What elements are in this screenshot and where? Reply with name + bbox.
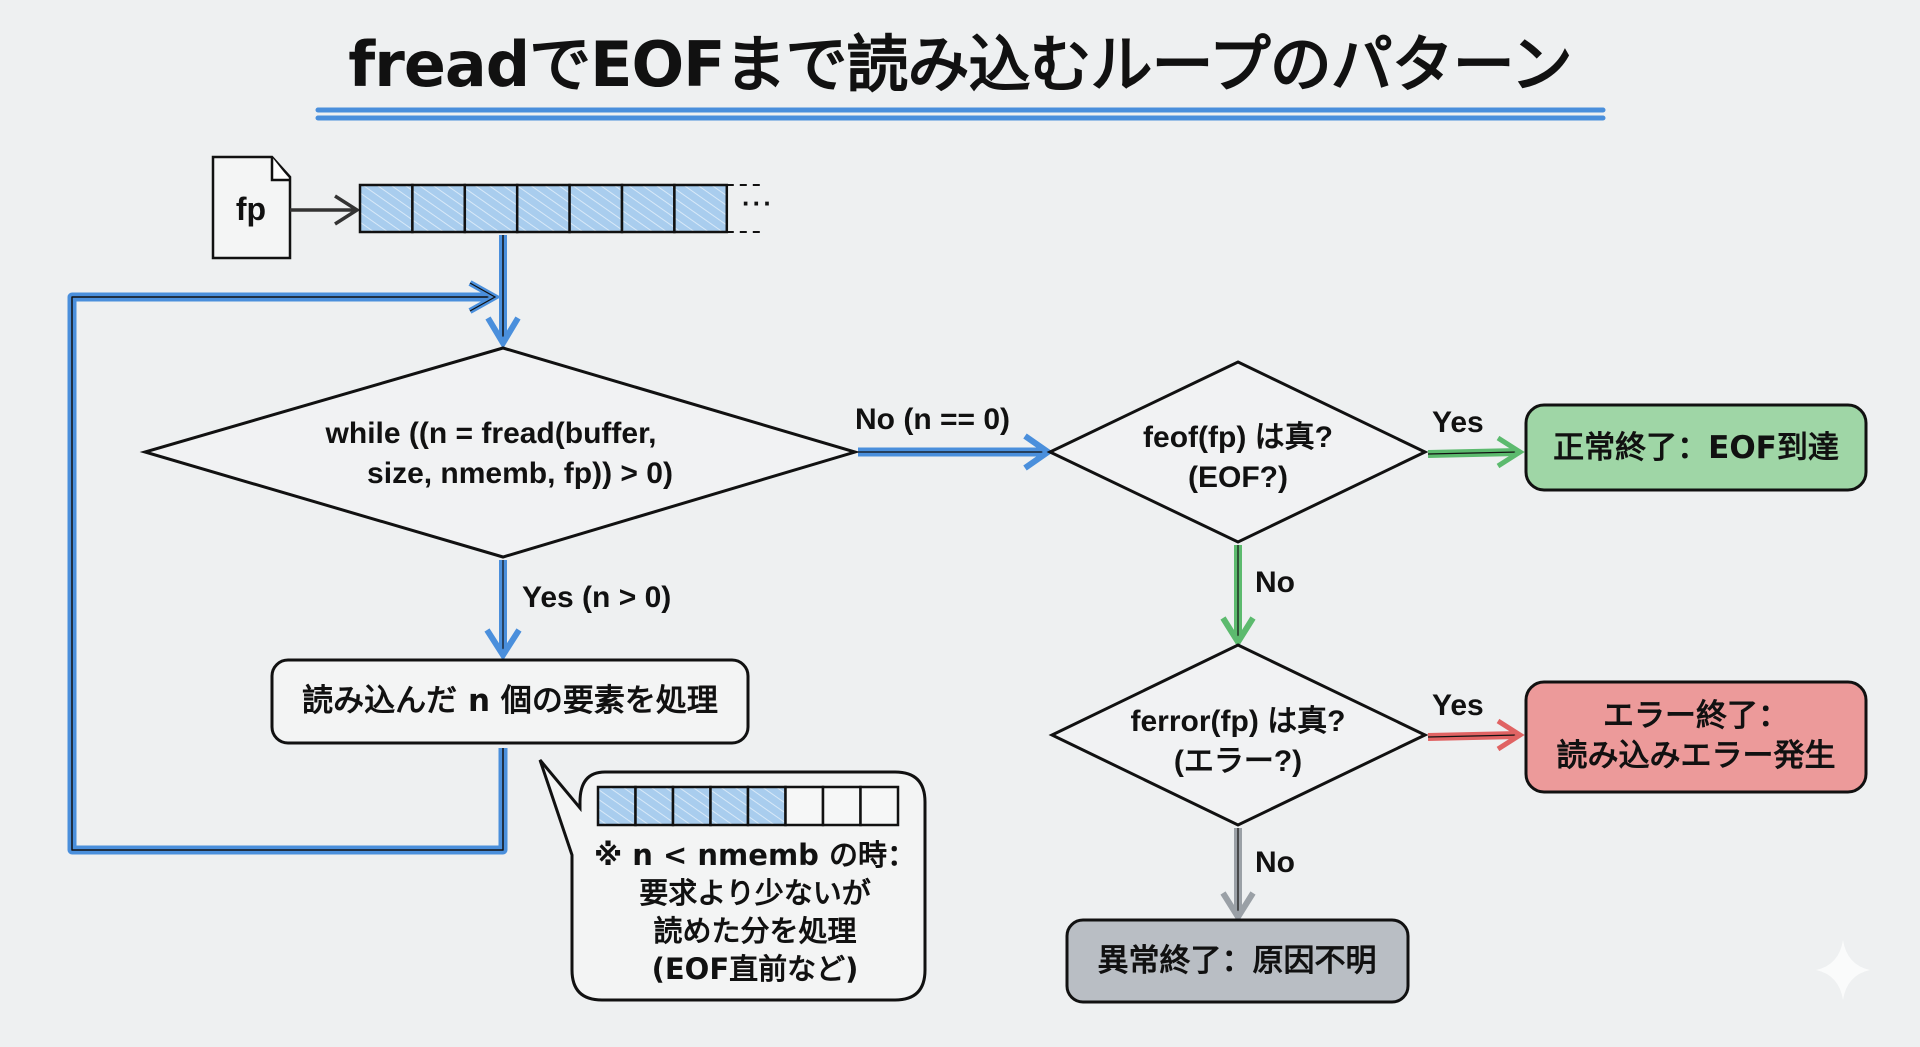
loop-back-arrow [67, 280, 508, 855]
partial-buffer [596, 785, 900, 827]
feof-text: feof(fp) は真? (EOF?) [1143, 418, 1333, 498]
note-text: ※ n < nmemb の時： 要求より少ないが 読めた分を処理 (EOF直前な… [594, 836, 916, 988]
end-unknown-label: 異常終了：原因不明 [1097, 943, 1377, 979]
feof-line1: feof(fp) は真? [1143, 421, 1333, 454]
loop-condition-text: while ((n = fread(buffer, size, nmemb, f… [326, 414, 673, 494]
buffer-cell-empty [859, 785, 900, 827]
buffer-cell-filled [671, 785, 712, 827]
note-line4: (EOF直前など) [651, 952, 859, 986]
end-error-line2: 読み込みエラー発生 [1556, 738, 1836, 774]
file-to-buffer-arrow [290, 194, 361, 226]
buffer-cell-empty [821, 785, 862, 827]
end-unknown-box [1065, 918, 1410, 1004]
buffer-cell-filled [634, 785, 675, 827]
buffer-ellipsis: ··· [742, 188, 774, 218]
loop-condition-line2: size, nmemb, fp)) > 0) [367, 457, 673, 490]
yes-label: Yes (n > 0) [522, 581, 672, 614]
feof-no-arrow [1220, 545, 1256, 648]
end-normal-label: 正常終了：EOF到達 [1553, 430, 1839, 466]
buffer-cell-filled [358, 183, 414, 234]
loop-condition-line1: while ((n = fread(buffer, [325, 417, 657, 450]
loop-condition-diamond [139, 346, 861, 559]
ferror-line2: (エラー?) [1173, 745, 1303, 778]
feof-yes-label: Yes [1432, 406, 1484, 439]
file-icon [211, 155, 292, 260]
yes-arrow [484, 560, 522, 661]
ferror-diamond [1048, 643, 1429, 827]
process-box [270, 658, 750, 745]
end-normal-box [1524, 403, 1868, 492]
buffer-cell-filled [463, 183, 519, 234]
no-label: No (n == 0) [855, 403, 1011, 436]
note-line3: 読めた分を処理 [653, 914, 857, 948]
ferror-text: ferror(fp) は真? (エラー?) [1131, 702, 1346, 782]
buffer-cell-filled [596, 785, 637, 827]
feof-yes-arrow [1427, 435, 1525, 469]
end-error-line1: エラー終了： [1603, 698, 1789, 734]
feof-diamond [1046, 360, 1429, 544]
feof-no-label: No [1255, 566, 1295, 599]
sparkle-icon [1816, 940, 1870, 1000]
buffer-cell-empty [784, 785, 825, 827]
buffer-array [358, 183, 762, 234]
buffer-cell-filled [673, 183, 729, 234]
buffer-cell-filled [620, 183, 676, 234]
page-title: freadでEOFまで読み込むループのパターン [348, 28, 1572, 101]
buffer-cell-filled [411, 183, 467, 234]
buffer-cell-filled [515, 183, 571, 234]
title-underline [315, 107, 1606, 121]
end-error-label: エラー終了： 読み込みエラー発生 [1557, 696, 1836, 776]
process-box-label: 読み込んだ n 個の要素を処理 [302, 683, 718, 719]
ferror-no-label: No [1255, 846, 1295, 879]
end-error-box [1524, 680, 1868, 794]
buffer-cell-filled [568, 183, 624, 234]
buffer-to-condition-arrow [485, 235, 521, 349]
ferror-no-arrow [1220, 828, 1256, 923]
note-line1: ※ n < nmemb の時： [593, 838, 917, 872]
no-arrow-to-feof [858, 433, 1054, 471]
file-label: fp [235, 191, 267, 227]
note-line2: 要求より少ないが [639, 876, 871, 910]
ferror-yes-label: Yes [1432, 689, 1484, 722]
ferror-yes-arrow [1427, 718, 1525, 752]
buffer-cell-filled [746, 785, 787, 827]
feof-line2: (EOF?) [1188, 461, 1288, 494]
ferror-line1: ferror(fp) は真? [1130, 705, 1346, 738]
buffer-cell-filled [709, 785, 750, 827]
